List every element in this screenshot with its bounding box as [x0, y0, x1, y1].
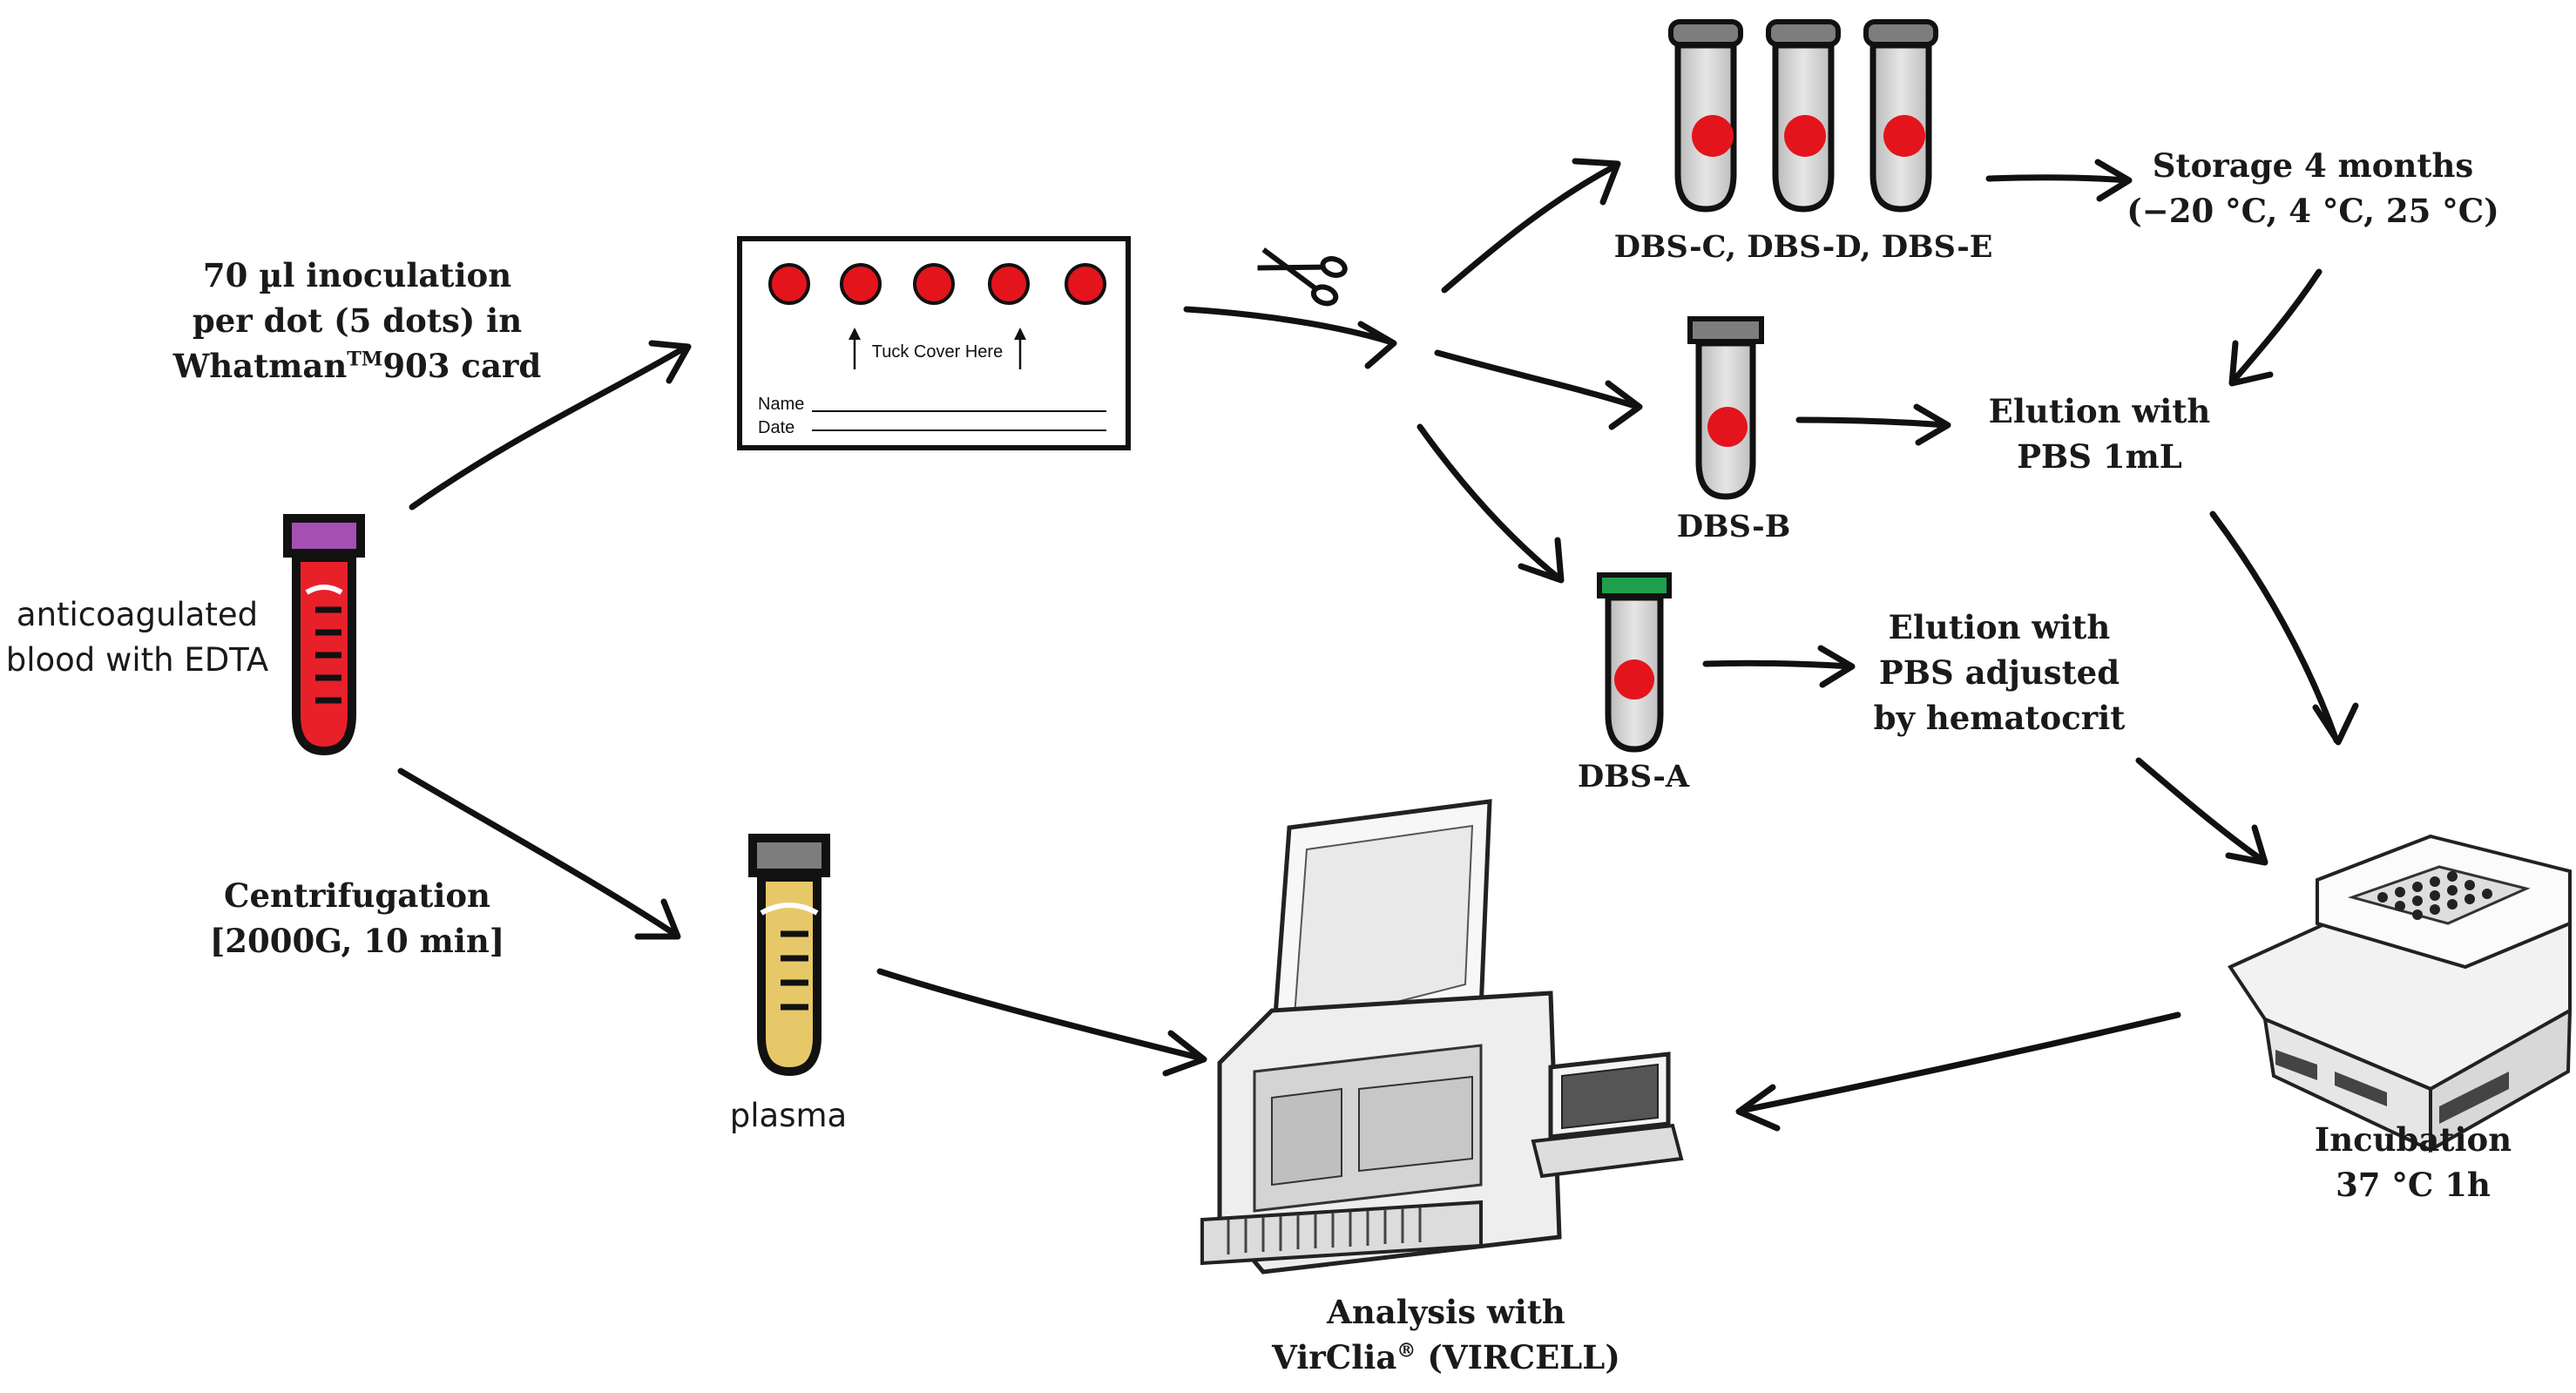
arrow-cde-to-storage [1985, 159, 2133, 202]
blood-tube-icon [283, 514, 365, 756]
incubation-label: Incubation 37 °C 1h [2314, 1120, 2512, 1204]
dbs-cde-tubes-icon [1668, 19, 1938, 213]
plasma-label: plasma [729, 1097, 848, 1134]
inoculation-label: 70 µl inoculation per dot (5 dots) in Wh… [172, 256, 542, 385]
incubator-icon [2228, 834, 2573, 1153]
arrow-card-to-scissors [1183, 306, 1397, 369]
arrows [397, 158, 2359, 1132]
blood-label: anticoagulated blood with EDTA [5, 596, 269, 679]
dbs-a-tube-icon [1597, 572, 1672, 753]
arrow-to-dbs-a [1416, 423, 1565, 584]
dbs-d-tube [1766, 19, 1841, 213]
elution-1ml-label: Elution with PBS 1mL [1988, 392, 2211, 476]
card-dot-2 [840, 263, 882, 305]
arrow-b-to-elution [1795, 403, 1951, 446]
arrow-plasma-to-analyzer [876, 968, 1207, 1077]
arrow-incubation-to-analyzer [1735, 1011, 2181, 1132]
dbs-b-tube-icon [1687, 316, 1764, 500]
analysis-label: Analysis with VirClia® (VIRCELL) [1272, 1293, 1620, 1376]
arrow-blood-to-card [409, 340, 692, 511]
arrow-blood-to-plasma [397, 768, 681, 940]
virclia-analyzer-icon [1200, 799, 1684, 1275]
dbs-cde-label: DBS-C, DBS-D, DBS-E [1613, 229, 1993, 265]
card-dot-5 [1065, 263, 1106, 305]
plasma-tube-icon [748, 834, 830, 1077]
arrow-elution1ml-to-incubation [2209, 511, 2359, 746]
elution-hematocrit-label: Elution with PBS adjusted by hematocrit [1873, 608, 2126, 737]
dbs-b-label: DBS-B [1676, 509, 1791, 544]
arrow-a-to-elution [1702, 645, 1856, 688]
card-dot-1 [768, 263, 810, 305]
arrow-hct-to-incubation [2135, 757, 2268, 866]
dbs-e-tube [1863, 19, 1938, 213]
dbs-c-tube [1668, 19, 1743, 213]
arrow-to-dbs-cde [1441, 158, 1621, 294]
arrow-to-dbs-b [1434, 349, 1643, 430]
card-name-label: Name [758, 395, 804, 414]
card-dot-4 [988, 263, 1030, 305]
card-dot-3 [913, 263, 955, 305]
arrow-storage-to-elution [2228, 268, 2322, 387]
dbs-a-label: DBS-A [1577, 759, 1690, 795]
storage-label: Storage 4 months (−20 °C, 4 °C, 25 °C) [2126, 146, 2499, 230]
tuck-cover-text: Tuck Cover Here [872, 342, 1003, 362]
scissors-icon [1257, 247, 1348, 307]
dbs-card: Tuck Cover Here Name Date [737, 236, 1131, 450]
card-date-label: Date [758, 418, 794, 437]
centrifugation-label: Centrifugation [2000G, 10 min] [209, 876, 505, 960]
